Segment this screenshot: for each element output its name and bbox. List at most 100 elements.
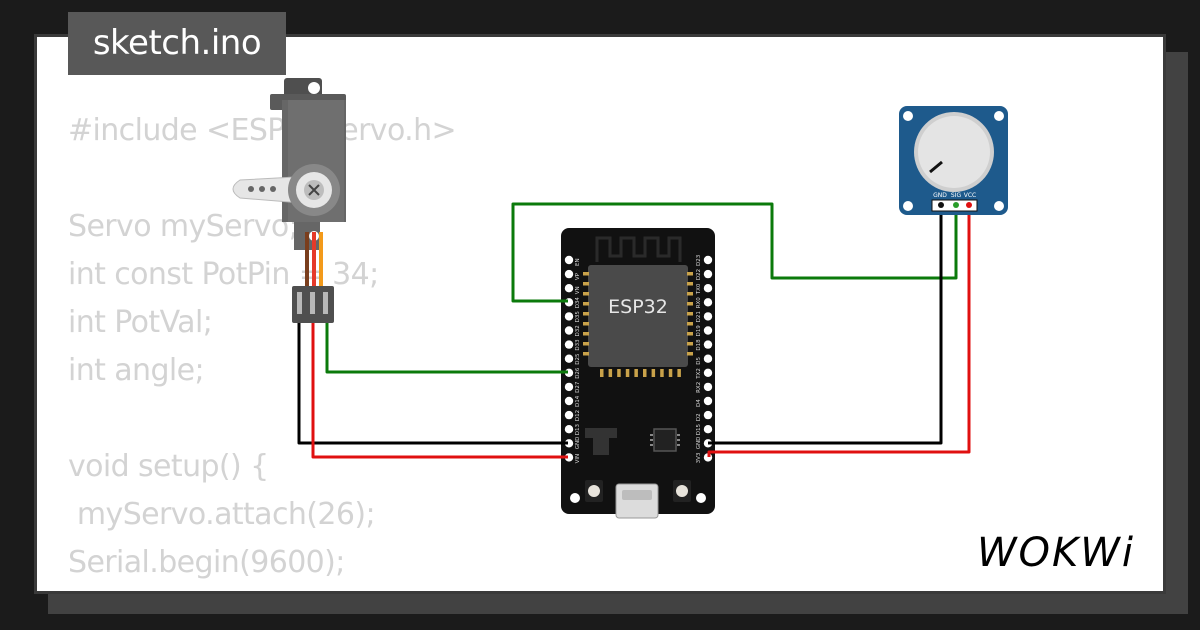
- pot-pin-label: SIG: [951, 192, 962, 199]
- module-pad: [687, 322, 693, 326]
- esp32-pin-label: D33: [575, 339, 581, 351]
- esp32-pin-left[interactable]: [564, 354, 574, 363]
- esp32-pin-label: D21: [696, 311, 702, 322]
- code-line: void setup() {: [68, 449, 269, 484]
- module-pad: [600, 369, 604, 377]
- module-pad: [677, 369, 681, 377]
- esp32-pin-label: VP: [575, 272, 581, 280]
- code-line: int angle;: [68, 353, 205, 388]
- esp32-pin-left[interactable]: [564, 453, 574, 462]
- esp32-pin-label: D15: [696, 423, 702, 435]
- esp32-pin-label: RX0: [696, 297, 702, 309]
- esp32-pin-label: D13: [575, 423, 581, 435]
- esp32-pin-label: GND: [696, 437, 702, 450]
- esp32-pin-right[interactable]: [703, 425, 713, 434]
- module-pad: [687, 312, 693, 316]
- module-pad: [668, 369, 673, 377]
- potentiometer[interactable]: GND SIG VCC: [899, 106, 1008, 215]
- esp32-pin-label: D35: [575, 311, 581, 323]
- esp32-pin-left[interactable]: [564, 340, 574, 349]
- module-pad: [583, 322, 589, 326]
- module-pad: [687, 332, 693, 336]
- esp32-pin-left[interactable]: [564, 425, 574, 434]
- module-pad: [687, 272, 693, 276]
- esp32-pin-label: EN: [575, 258, 581, 266]
- esp32-pin-left[interactable]: [564, 439, 574, 448]
- esp32-pin-left[interactable]: [564, 382, 574, 392]
- module-pad: [651, 369, 656, 377]
- esp32-pin-label: GND: [575, 437, 581, 450]
- esp32-pin-label: D2: [696, 413, 702, 421]
- esp32-pin-right[interactable]: [703, 340, 713, 349]
- servo-motor[interactable]: [232, 78, 346, 323]
- module-pad: [583, 342, 589, 346]
- wire-pot-vcc-3v3: [707, 204, 971, 457]
- module-pad: [583, 302, 589, 306]
- esp32-pin-label: D25: [575, 353, 581, 365]
- esp32-pin-right[interactable]: [703, 396, 713, 406]
- wire-pot-sig-d34: [511, 202, 958, 303]
- code-preview: #include <ESP32Servo.h> Servo myServo;in…: [68, 107, 457, 591]
- esp32-pin-right[interactable]: [703, 312, 713, 321]
- esp32-pin-label: D26: [575, 367, 581, 379]
- esp32-pin-label: D4: [696, 399, 702, 407]
- esp32-pin-label: TX0: [696, 283, 702, 295]
- esp32-pin-label: D14: [575, 395, 581, 407]
- esp32-pin-left[interactable]: [564, 396, 574, 406]
- esp32-pin-label: D27: [575, 381, 581, 393]
- esp32-pin-right[interactable]: [703, 255, 713, 265]
- code-line: Serial.begin(9600);: [68, 545, 345, 580]
- module-pad: [583, 312, 589, 316]
- module-pad: [625, 369, 630, 377]
- wires: [297, 202, 971, 459]
- esp32-board[interactable]: ESP32 ENVPVND34D35D32D33D25D26D27D14D12D…: [561, 228, 715, 519]
- esp32-pin-right[interactable]: [703, 326, 713, 335]
- module-pad: [583, 282, 589, 286]
- esp32-pin-right[interactable]: [703, 269, 713, 279]
- wire-servo-gnd: [297, 314, 568, 445]
- code-line: myServo.attach(26);: [68, 497, 376, 532]
- module-pad: [583, 332, 589, 336]
- usb-port: [615, 483, 659, 519]
- esp32-pin-label: D19: [696, 325, 702, 337]
- code-line: int PotVal;: [68, 305, 213, 340]
- module-pad: [634, 369, 638, 377]
- esp32-pin-label: D12: [575, 410, 581, 421]
- esp32-pin-left[interactable]: [564, 284, 574, 293]
- esp32-pin-right[interactable]: [703, 284, 713, 293]
- potentiometer-knob[interactable]: [918, 116, 990, 188]
- module-pad: [617, 369, 621, 377]
- esp32-pin-right[interactable]: [703, 382, 713, 392]
- module-pad: [583, 292, 589, 296]
- wire-pot-gnd: [708, 204, 943, 445]
- pot-pin-label: VCC: [964, 192, 976, 199]
- esp32-pin-right[interactable]: [703, 354, 713, 363]
- code-line: Servo myServo;: [68, 209, 299, 244]
- esp32-pin-right[interactable]: [703, 410, 713, 420]
- esp32-pin-label: TX2: [696, 368, 702, 380]
- esp32-pin-label: 3V3: [696, 452, 702, 463]
- esp32-pin-left[interactable]: [564, 410, 574, 420]
- wokwi-logo[interactable]: WOKWi: [975, 526, 1153, 582]
- module-pad: [583, 352, 589, 356]
- esp32-pin-left[interactable]: [564, 255, 574, 265]
- wokwi-logo-text: WOKWi: [977, 530, 1135, 576]
- module-pad: [660, 369, 664, 377]
- esp32-pin-left[interactable]: [564, 326, 574, 335]
- wire-servo-signal-d26: [325, 314, 568, 374]
- file-tab[interactable]: sketch.ino: [68, 12, 286, 75]
- esp32-pin-label: D23: [696, 254, 702, 266]
- module-pad: [687, 292, 693, 296]
- esp32-pin-right[interactable]: [703, 368, 713, 377]
- esp32-pin-left[interactable]: [564, 312, 574, 321]
- esp32-module: [588, 265, 688, 367]
- esp32-pin-right[interactable]: [703, 298, 713, 307]
- module-pad: [687, 282, 693, 286]
- esp32-pin-label: D34: [575, 297, 581, 309]
- module-pad: [687, 302, 693, 306]
- esp32-chip-label: ESP32: [608, 296, 668, 318]
- wire-servo-vin: [311, 314, 568, 459]
- module-pad: [643, 369, 647, 377]
- esp32-pin-left[interactable]: [564, 269, 574, 279]
